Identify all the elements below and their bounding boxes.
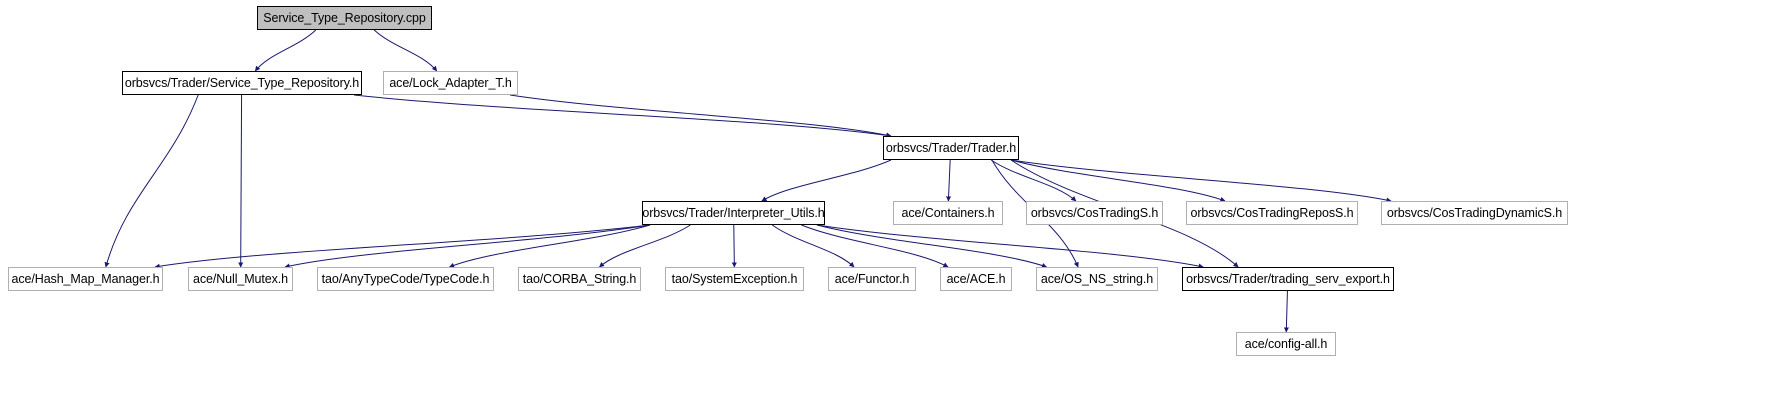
graph-node-n10[interactable]: ace/Null_Mutex.h <box>188 267 293 291</box>
graph-edge <box>104 94 199 268</box>
graph-edge <box>816 224 1204 269</box>
graph-node-label: Service_Type_Repository.cpp <box>263 10 426 25</box>
graph-edge <box>353 94 892 138</box>
graph-edge <box>990 159 1077 202</box>
graph-node-label: orbsvcs/Trader/Trader.h <box>885 140 1017 155</box>
graph-node-label: ace/config-all.h <box>1244 336 1328 351</box>
graph-edge <box>1010 159 1226 202</box>
graph-node-n14[interactable]: ace/Functor.h <box>828 267 916 291</box>
graph-node-n17[interactable]: orbsvcs/Trader/trading_serv_export.h <box>1182 267 1394 291</box>
graph-node-label: ace/ACE.h <box>946 271 1006 286</box>
graph-node-n8[interactable]: orbsvcs/CosTradingDynamicS.h <box>1381 201 1568 225</box>
graph-node-n0: Service_Type_Repository.cpp <box>257 6 432 30</box>
graph-edge <box>154 224 651 269</box>
graph-node-n16[interactable]: ace/OS_NS_string.h <box>1036 267 1158 291</box>
graph-edge <box>284 224 651 269</box>
graph-node-label: tao/AnyTypeCode/TypeCode.h <box>321 271 490 286</box>
graph-node-label: orbsvcs/CosTradingReposS.h <box>1190 205 1354 220</box>
graph-edge <box>1010 159 1392 203</box>
graph-edge <box>816 224 1048 268</box>
graph-node-label: tao/SystemException.h <box>671 271 798 286</box>
graph-edge <box>599 224 691 268</box>
graph-node-n9[interactable]: ace/Hash_Map_Manager.h <box>8 267 163 291</box>
graph-node-n12[interactable]: tao/CORBA_String.h <box>518 267 641 291</box>
graph-edge <box>449 224 651 268</box>
graph-edge <box>945 159 952 202</box>
graph-edge <box>761 159 892 202</box>
graph-node-label: ace/Functor.h <box>834 271 910 286</box>
graph-node-label: orbsvcs/Trader/trading_serv_export.h <box>1186 271 1390 286</box>
graph-node-n11[interactable]: tao/AnyTypeCode/TypeCode.h <box>317 267 494 291</box>
graph-edge <box>373 29 438 72</box>
graph-edge <box>771 224 855 268</box>
graph-edge <box>1283 290 1289 333</box>
graph-node-label: ace/Null_Mutex.h <box>193 271 288 286</box>
graph-node-label: orbsvcs/Trader/Service_Type_Repository.h <box>124 75 360 90</box>
graph-edge <box>238 94 244 268</box>
graph-node-n13[interactable]: tao/SystemException.h <box>665 267 804 291</box>
graph-node-n2[interactable]: ace/Lock_Adapter_T.h <box>383 71 518 95</box>
graph-node-label: orbsvcs/Trader/Interpreter_Utils.h <box>642 205 825 220</box>
graph-edge <box>801 224 949 268</box>
graph-edge <box>254 29 317 72</box>
graph-node-label: ace/Lock_Adapter_T.h <box>389 75 512 90</box>
graph-edge <box>509 94 892 138</box>
graph-node-label: ace/Hash_Map_Manager.h <box>11 271 160 286</box>
graph-node-n18[interactable]: ace/config-all.h <box>1236 332 1336 356</box>
graph-node-n5[interactable]: ace/Containers.h <box>893 201 1003 225</box>
graph-node-label: ace/Containers.h <box>901 205 995 220</box>
graph-node-n15[interactable]: ace/ACE.h <box>940 267 1012 291</box>
graph-edge <box>731 224 737 268</box>
graph-node-label: ace/OS_NS_string.h <box>1040 271 1154 286</box>
graph-node-n1[interactable]: orbsvcs/Trader/Service_Type_Repository.h <box>122 71 362 95</box>
graph-node-n6[interactable]: orbsvcs/CosTradingS.h <box>1026 201 1163 225</box>
graph-node-label: orbsvcs/CosTradingS.h <box>1030 205 1159 220</box>
graph-node-n3[interactable]: orbsvcs/Trader/Trader.h <box>883 136 1019 160</box>
graph-node-n4[interactable]: orbsvcs/Trader/Interpreter_Utils.h <box>642 201 825 225</box>
graph-node-label: orbsvcs/CosTradingDynamicS.h <box>1386 205 1563 220</box>
graph-node-label: tao/CORBA_String.h <box>522 271 637 286</box>
graph-node-n7[interactable]: orbsvcs/CosTradingReposS.h <box>1186 201 1358 225</box>
